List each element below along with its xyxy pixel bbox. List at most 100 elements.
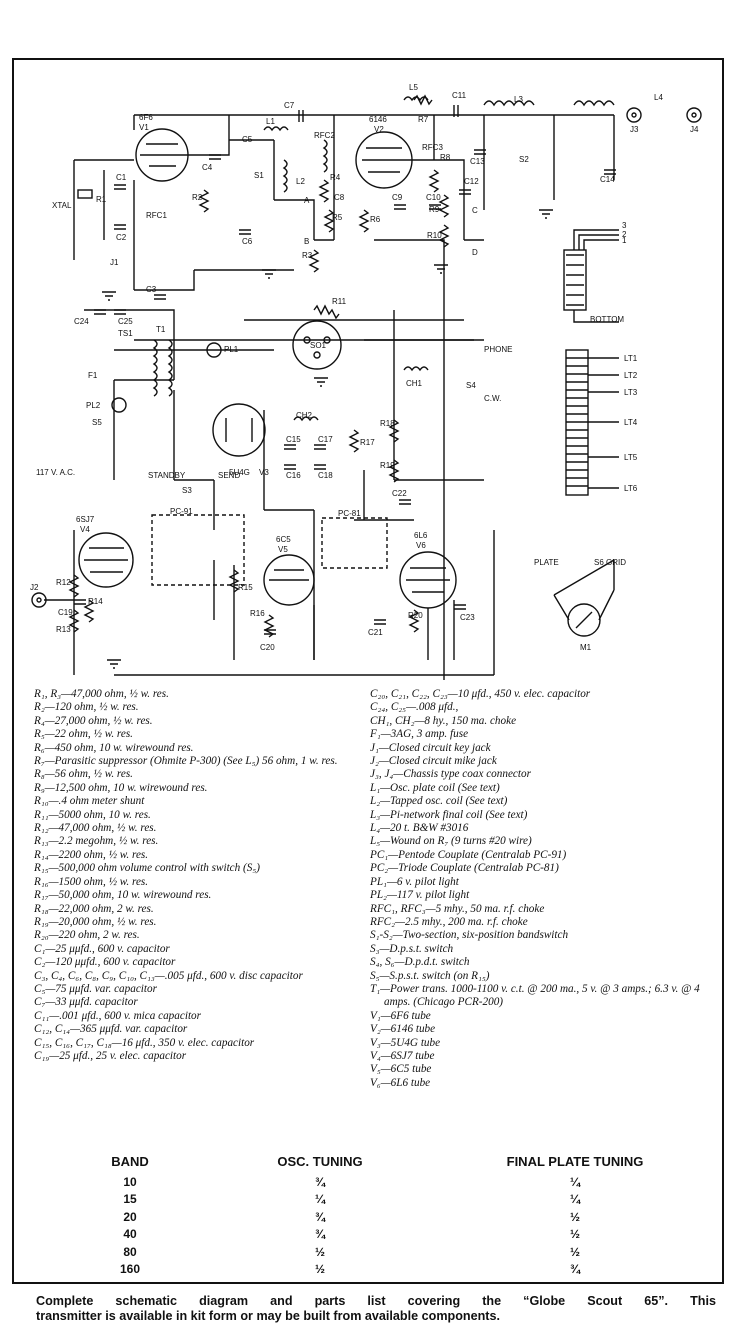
ch2-coil: [293, 416, 319, 422]
pl2-label: PL2: [86, 401, 101, 410]
parts-list-item: L₃—Pi-network final coil (See text): [370, 808, 528, 821]
parts-list-item: L₅—Wound on R₇ (9 turns #20 wire): [370, 835, 532, 848]
parts-list-item: C₁₁—.001 μfd., 600 v. mica capacitor: [34, 1009, 201, 1022]
schematic-diagram: 6F6 V1 6146 V2 5U4G V3 6SJ7 V4 6C5 V5 6L…: [30, 83, 702, 680]
r5-resistor: [323, 209, 335, 233]
parts-list-item: R₁, R₃—47,000 ohm, ½ w. res.: [34, 688, 169, 700]
band-header: BAND: [111, 1154, 149, 1169]
m1-label: M1: [580, 643, 592, 652]
r4-label: R4: [330, 173, 341, 182]
r17-label: R17: [360, 438, 375, 447]
parts-list-item: C₁₅, C₁₆, C₁₇, C₁₈—16 μfd., 350 v. elec.…: [34, 1036, 255, 1049]
parts-list-item: R₁₄—2200 ohm, ½ w. res.: [34, 848, 149, 861]
parts-list-item: V₆—6L6 tube: [370, 1076, 431, 1089]
v5-label: V5: [278, 545, 288, 554]
grid-label: GRID: [606, 558, 626, 567]
parts-list-item: R₁₂—47,000 ohm, ½ w. res.: [34, 822, 157, 835]
parts-list-item: C₃, C₄, C₆, C₈, C₉, C₁₀, C₁₃—.005 μfd., …: [34, 969, 303, 982]
parts-list-item: CH₁, CH₂—8 hy., 150 ma. choke: [370, 714, 517, 727]
j3-connector: [626, 107, 642, 123]
s1-label: S1: [254, 171, 264, 180]
parts-list-item: R₂₀—220 ohm, 2 w. res.: [34, 929, 140, 942]
rfc3-label: RFC3: [422, 143, 443, 152]
tap3-label: 3: [622, 221, 627, 230]
c19-label: C19: [58, 608, 73, 617]
plate-label: PLATE: [534, 558, 559, 567]
pl1-label: PL1: [224, 345, 239, 354]
pc91-box: [151, 514, 245, 586]
lt6-label: LT6: [624, 484, 638, 493]
r2-label: R2: [192, 193, 203, 202]
parts-list-item: R₁₉—20,000 ohm, ½ w. res.: [34, 915, 157, 928]
parts-list-item: PC₁—Pentode Couplate (Centralab PC-91): [370, 848, 567, 861]
r15-label: R15: [238, 583, 253, 592]
s4-label: S4: [466, 381, 476, 390]
c12-label: C12: [464, 177, 479, 186]
parts-list-item: V₁—6F6 tube: [370, 1009, 431, 1022]
c25-label: C25: [118, 317, 133, 326]
parts-list-item: V₅—6C5 tube: [370, 1063, 432, 1076]
r12-label: R12: [56, 578, 71, 587]
c22-label: C22: [392, 489, 407, 498]
v4-tube: [78, 532, 134, 588]
c15-label: C15: [286, 435, 301, 444]
osc-tuning-cell: ¾: [314, 1209, 325, 1224]
rfc2-coil: [322, 139, 328, 173]
parts-list-item: R₅—22 ohm, ½ w. res.: [34, 728, 133, 741]
parts-list-item: R₁₈—22,000 ohm, 2 w. res.: [34, 902, 154, 915]
parts-list-item: V₄—6SJ7 tube: [370, 1049, 435, 1062]
c13-label: C13: [470, 157, 485, 166]
c7-label: C7: [284, 101, 295, 110]
parts-list-item: R₁₁—5000 ohm, 10 w. res.: [34, 808, 151, 821]
final-plate-tuning-cell: ¾: [569, 1262, 580, 1277]
v2-type-label: 6146: [369, 115, 387, 124]
parts-list-item: C₁₂, C₁₄—365 μμfd. var. capacitor: [34, 1023, 188, 1036]
parts-list-item: C₁—25 μμfd., 600 v. capacitor: [34, 942, 170, 955]
r8-label: R8: [440, 153, 451, 162]
parts-list-item: R₇—Parasitic suppressor (Ohmite P-300) (…: [34, 755, 338, 768]
parts-list-item: T₁—Power trans. 1000-1100 v. c.t. @ 200 …: [370, 982, 700, 1009]
c3-label: C3: [146, 285, 157, 294]
c21-label: C21: [368, 628, 383, 637]
l1-coil: [263, 126, 289, 132]
l4-label: L4: [654, 93, 663, 102]
t1-primary: [152, 339, 158, 397]
lt3-label: LT3: [624, 388, 638, 397]
rfc1-label: RFC1: [146, 211, 167, 220]
c10-label: C10: [426, 193, 441, 202]
c18-label: C18: [318, 471, 333, 480]
v4-type-label: 6SJ7: [76, 515, 95, 524]
page-frame: [12, 58, 724, 1284]
m1-meter: [567, 603, 601, 637]
r7-resistor: [413, 94, 433, 106]
caption-line-1: Complete schematic diagram and parts lis…: [36, 1294, 716, 1308]
ch1-coil: [403, 366, 429, 372]
r11-resistor: [313, 304, 340, 320]
final-plate-tuning-cell: ¼: [569, 1174, 580, 1189]
r3-label: R3: [302, 251, 313, 260]
r6-resistor: [358, 209, 370, 233]
c24-label: C24: [74, 317, 89, 326]
l3-coil: [483, 100, 535, 107]
parts-list-item: R₁₀—.4 ohm meter shunt: [34, 795, 145, 808]
c6-label: C6: [242, 237, 253, 246]
xtal-label: XTAL: [52, 201, 72, 210]
so1-socket: [292, 320, 342, 370]
parts-list-item: C₅—75 μμfd. var. capacitor: [34, 982, 157, 995]
j4-connector: [686, 107, 702, 123]
c16-label: C16: [286, 471, 301, 480]
parts-list-item: PL₂—117 v. pilot light: [370, 889, 470, 902]
standby-label: STANDBY: [148, 471, 186, 480]
v5-type-label: 6C5: [276, 535, 291, 544]
bottom-label: BOTTOM: [590, 315, 624, 324]
l5-label: L5: [409, 83, 418, 92]
c2-label: C2: [116, 233, 127, 242]
point-a-label: A: [304, 196, 310, 205]
l2-label: L2: [296, 177, 305, 186]
l3-label: L3: [514, 95, 523, 104]
c8-label: C8: [334, 193, 345, 202]
parts-list-item: F₁—3AG, 3 amp. fuse: [370, 728, 469, 741]
parts-list-item: L₁—Osc. plate coil (See text): [370, 781, 500, 794]
r8-resistor: [428, 169, 440, 193]
